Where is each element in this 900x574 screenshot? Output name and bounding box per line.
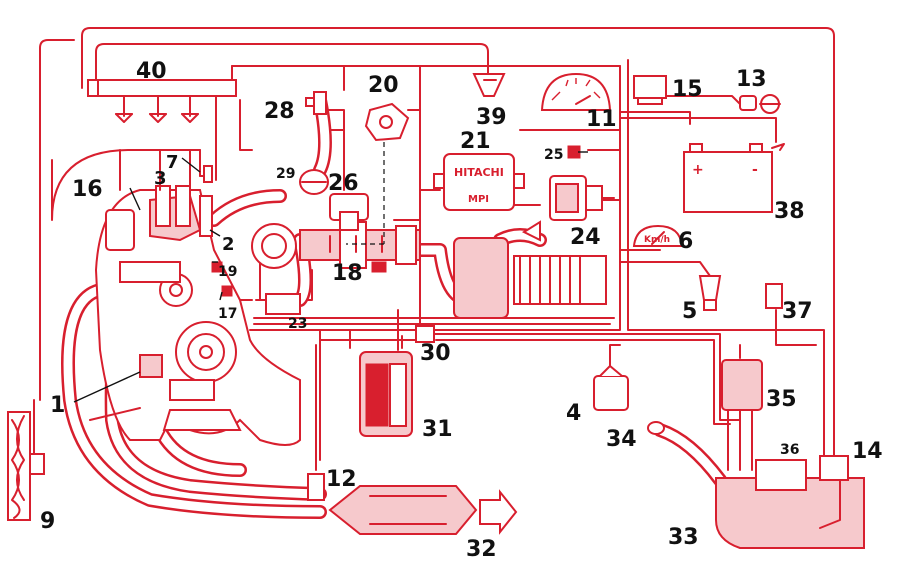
- callout-15: 15: [672, 77, 703, 102]
- fuel-tank: [715, 455, 865, 549]
- canister-valve: [255, 293, 301, 315]
- callout-16: 16: [72, 177, 103, 202]
- callout-18: 18: [332, 261, 363, 286]
- intake-assembly: [251, 221, 421, 273]
- callout-30: 30: [420, 341, 451, 366]
- callout-numbers: 40 28 20 39 11 15 13 7 3 16 29 26 21 25 …: [40, 59, 883, 562]
- speedometer-unit-label: Km/h: [644, 235, 670, 245]
- callout-1: 1: [50, 393, 65, 418]
- callout-4: 4: [566, 401, 581, 426]
- pressure-regulator: [299, 169, 329, 195]
- callout-19: 19: [218, 264, 237, 280]
- callout-leaders: [73, 151, 588, 403]
- air-filter-box: [453, 220, 607, 319]
- callout-12: 12: [326, 467, 357, 492]
- ecu-brand-label: HITACHI: [454, 166, 504, 179]
- callout-25: 25: [544, 147, 563, 163]
- callout-14: 14: [852, 439, 883, 464]
- callout-24: 24: [570, 225, 601, 250]
- fuel-rail: [87, 79, 237, 181]
- callout-37: 37: [782, 299, 813, 324]
- fuel-filter: [415, 325, 435, 343]
- callout-11: 11: [586, 107, 617, 132]
- battery-plus-mark: +: [692, 162, 704, 178]
- throttle-position-sensor: [346, 102, 410, 245]
- battery-minus-mark: -: [752, 162, 758, 178]
- callout-35: 35: [766, 387, 797, 412]
- callout-20: 20: [368, 73, 399, 98]
- fuel-pump-relay: [765, 283, 783, 309]
- callout-39: 39: [476, 105, 507, 130]
- relay: [593, 364, 629, 411]
- callout-5: 5: [682, 299, 697, 324]
- callout-40: 40: [136, 59, 167, 84]
- callout-29: 29: [276, 166, 295, 182]
- callout-7: 7: [166, 152, 179, 173]
- battery: [683, 143, 785, 213]
- callout-2: 2: [222, 234, 235, 255]
- callout-3: 3: [154, 168, 167, 189]
- callout-38: 38: [774, 199, 805, 224]
- callout-17: 17: [218, 306, 237, 322]
- callout-32: 32: [466, 537, 497, 562]
- catalytic-converter: [328, 485, 518, 535]
- intake-runner: [305, 91, 327, 115]
- map-sensor: [472, 73, 506, 97]
- filler-neck: [647, 421, 727, 487]
- callout-21: 21: [460, 129, 491, 154]
- engine: [89, 149, 301, 446]
- speedometer: [632, 224, 684, 247]
- callout-13: 13: [736, 67, 767, 92]
- tachometer: [540, 72, 612, 111]
- charcoal-canister: [359, 351, 413, 437]
- lambda-sensor: [307, 473, 325, 501]
- callout-9: 9: [40, 509, 55, 534]
- callout-23: 23: [288, 316, 307, 332]
- callout-34: 34: [606, 427, 637, 452]
- callout-6: 6: [678, 229, 693, 254]
- radiator-fan: [7, 411, 45, 521]
- distributor: [549, 175, 615, 221]
- callout-28: 28: [264, 99, 295, 124]
- callout-31: 31: [422, 417, 453, 442]
- ecu-model-label: MPI: [468, 194, 489, 205]
- callout-36: 36: [780, 442, 799, 458]
- oil-pressure-sensor: [698, 275, 722, 311]
- callout-33: 33: [668, 525, 699, 550]
- ignition-key-switch: [739, 94, 781, 114]
- fuse-relay-box: [633, 75, 667, 105]
- fuel-pump: [721, 359, 763, 471]
- callout-26: 26: [328, 171, 359, 196]
- ecu-box: [433, 153, 525, 211]
- idle-valve: [329, 193, 369, 231]
- wiring-harness: [27, 27, 835, 471]
